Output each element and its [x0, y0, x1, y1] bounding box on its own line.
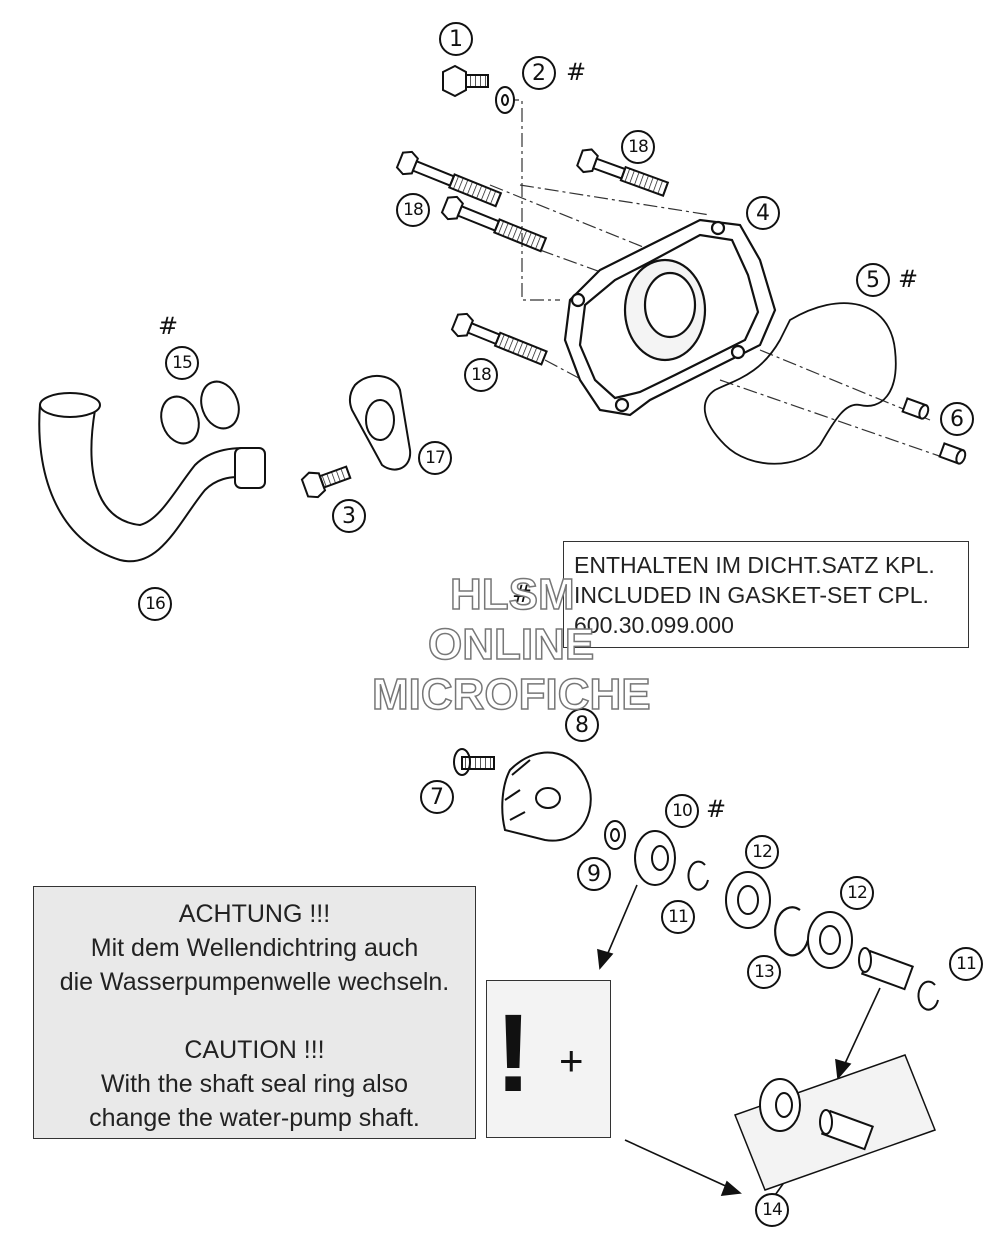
callout-11-left: 11	[661, 900, 695, 934]
part-13-retaining-ring	[774, 906, 810, 957]
callout-9: 9	[577, 857, 611, 891]
callout-2: 2	[522, 56, 556, 90]
part-2-washer	[495, 86, 515, 114]
part-8-impeller	[501, 751, 592, 842]
callout-6: 6	[940, 402, 974, 436]
gasket-note-hash: #	[512, 580, 533, 608]
caution-text-de-1: Mit dem Wellendichtring auch	[90, 934, 419, 962]
caution-title-de: ACHTUNG !!!	[178, 900, 331, 928]
plus-sign: +	[559, 1037, 584, 1084]
part-1-bolt	[442, 64, 489, 98]
callout-8: 8	[565, 708, 599, 742]
watermark-line-2: ONLINE	[427, 619, 595, 670]
watermark-line-3: MICROFICHE	[371, 669, 651, 720]
callout-4: 4	[746, 196, 780, 230]
callout-10: 10	[665, 794, 699, 828]
callout-3: 3	[332, 499, 366, 533]
warning-box: ! +	[486, 980, 611, 1138]
callout-7: 7	[420, 780, 454, 814]
callout-18-left: 18	[396, 193, 430, 227]
callout-16: 16	[138, 587, 172, 621]
part-9-washer	[604, 820, 626, 850]
callout-11-right: 11	[949, 947, 983, 981]
callout-15: 15	[165, 346, 199, 380]
exclamation-mark: !	[495, 992, 532, 1115]
callout-18-bottom: 18	[464, 358, 498, 392]
gasket-note-part-number: 600.30.099.000	[574, 612, 734, 638]
water-pump-shaft	[858, 947, 914, 991]
caution-note: ACHTUNG !!! Mit dem Wellendichtring auch…	[33, 886, 476, 1139]
gasket-note-line-en: INCLUDED IN GASKET-SET CPL.	[574, 582, 929, 608]
part-4-pump-cover	[563, 218, 777, 417]
callout-12-left: 12	[745, 835, 779, 869]
caution-text-de-2: die Wasserpumpenwelle wechseln.	[59, 968, 450, 996]
hash-mark-15: #	[158, 312, 179, 340]
part-7-screw	[453, 748, 495, 776]
part-18-bolts	[395, 148, 670, 366]
caution-text-en-1: With the shaft seal ring also	[100, 1070, 409, 1098]
part-10-shaft-seal	[634, 830, 676, 886]
callout-12-right: 12	[840, 876, 874, 910]
part-3-bolt	[300, 465, 352, 499]
part-15-o-rings	[160, 380, 240, 445]
gasket-note-line-de: ENTHALTEN IM DICHT.SATZ KPL.	[574, 552, 935, 578]
callout-14: 14	[755, 1193, 789, 1227]
callout-17: 17	[418, 441, 452, 475]
caution-text-en-2: change the water-pump shaft.	[89, 1104, 420, 1132]
callout-1: 1	[439, 22, 473, 56]
watermark-line-1: HLSM	[449, 569, 575, 620]
hash-mark-2: #	[566, 58, 587, 86]
hash-mark-10: #	[706, 795, 727, 823]
leader-arrows	[597, 884, 881, 1199]
part-12-bearings	[725, 871, 853, 969]
part-6-sleeves	[901, 397, 967, 465]
part-5-gasket	[703, 302, 897, 465]
callout-5: 5	[856, 263, 890, 297]
caution-title-en: CAUTION !!!	[184, 1036, 325, 1064]
part-17-flange-gasket	[348, 375, 412, 471]
part-14-kit-shaft	[819, 1109, 874, 1151]
gasket-set-note: ENTHALTEN IM DICHT.SATZ KPL. INCLUDED IN…	[563, 541, 969, 648]
callout-13: 13	[747, 955, 781, 989]
callout-18-top: 18	[621, 130, 655, 164]
hash-mark-5: #	[898, 265, 919, 293]
part-16-hose	[38, 392, 266, 563]
part-11-circlips	[687, 860, 939, 1011]
part-14-kit-seal	[759, 1078, 801, 1132]
